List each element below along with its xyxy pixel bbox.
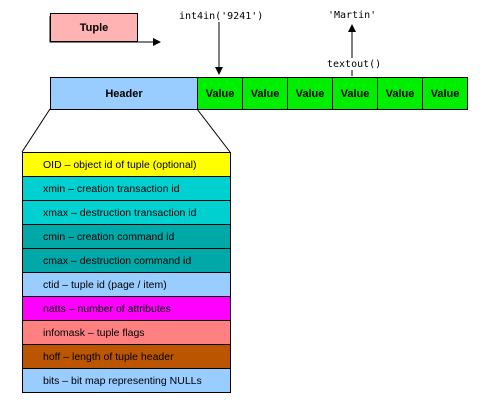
field-row: bits – bit map representing NULLs (22, 368, 231, 393)
field-text: OID – object id of tuple (optional) (43, 158, 197, 171)
martin-annotation: 'Martin' (328, 10, 377, 21)
funnel-right (196, 108, 231, 153)
field-text: natts – number of attributes (43, 302, 171, 315)
value-cell: Value (377, 77, 423, 110)
value-cell: Value (197, 77, 243, 110)
field-row: natts – number of attributes (22, 296, 231, 321)
field-row: ctid – tuple id (page / item) (22, 272, 231, 297)
value-cell: Value (332, 77, 378, 110)
tuple-box: Tuple (50, 13, 138, 42)
field-row: xmin – creation transaction id (22, 176, 231, 201)
field-text: bits – bit map representing NULLs (43, 374, 202, 387)
field-row: hoff – length of tuple header (22, 344, 231, 369)
textout-annotation: textout() (327, 59, 382, 70)
int4in-annotation: int4in('9241') (179, 11, 264, 22)
header-box: Header (50, 77, 198, 110)
value-cell: Value (242, 77, 288, 110)
field-text: xmax – destruction transaction id (43, 206, 197, 219)
value-label: Value (205, 87, 235, 100)
field-row: xmax – destruction transaction id (22, 200, 231, 225)
field-text: hoff – length of tuple header (43, 350, 174, 363)
field-row: cmin – creation command id (22, 224, 231, 249)
tuple-label: Tuple (79, 21, 109, 34)
funnel-left (21, 108, 51, 153)
header-label: Header (105, 87, 143, 100)
field-row: infomask – tuple flags (22, 320, 231, 345)
field-text: ctid – tuple id (page / item) (43, 278, 167, 291)
field-text: xmin – creation transaction id (43, 182, 180, 195)
value-cell: Value (422, 77, 468, 110)
field-text: infomask – tuple flags (43, 326, 145, 339)
value-label: Value (250, 87, 280, 100)
value-label: Value (430, 87, 460, 100)
value-label: Value (340, 87, 370, 100)
field-row: OID – object id of tuple (optional) (22, 152, 231, 177)
field-row: cmax – destruction command id (22, 248, 231, 273)
field-text: cmin – creation command id (43, 230, 175, 243)
value-label: Value (295, 87, 325, 100)
value-cell: Value (287, 77, 333, 110)
value-label: Value (385, 87, 415, 100)
field-text: cmax – destruction command id (43, 254, 192, 267)
